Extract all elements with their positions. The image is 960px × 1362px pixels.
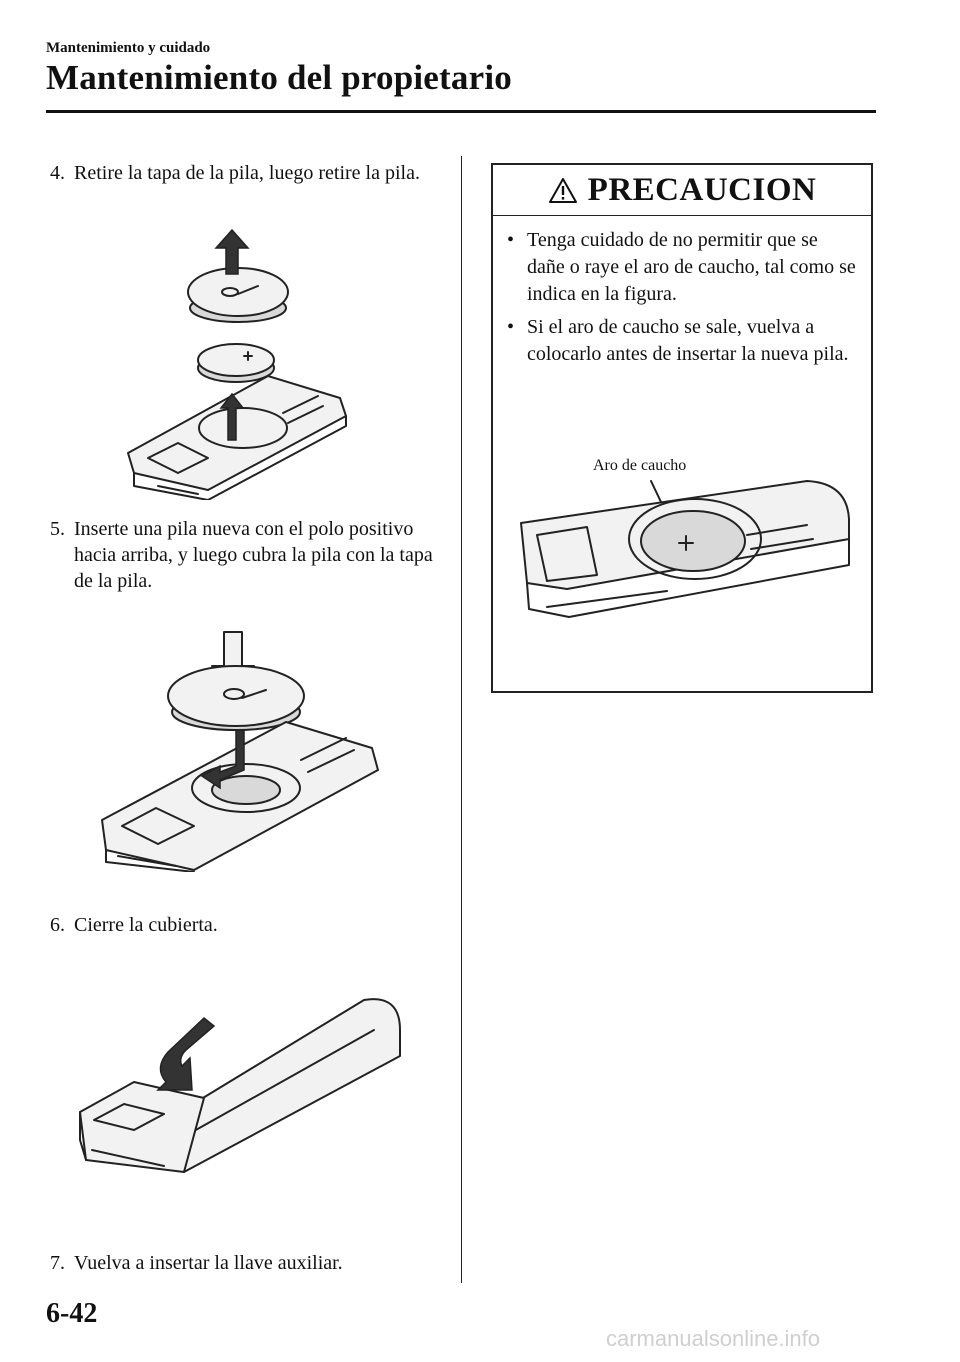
step-number: 6. — [50, 914, 65, 936]
step-4: 4. Retire la tapa de la pila, luego reti… — [50, 160, 444, 186]
step-number: 5. — [50, 518, 65, 540]
figure-remove-battery — [127, 228, 347, 500]
caution-bullet-text: Si el aro de caucho se sale, vuelva a co… — [527, 316, 849, 365]
step-6: 6. Cierre la cubierta. — [50, 912, 444, 938]
coin-battery — [197, 343, 275, 377]
step-number: 4. — [50, 162, 65, 184]
curved-arrow-icon — [200, 729, 245, 790]
caution-title: PRECAUCION — [587, 171, 817, 208]
key-fob-base — [79, 1081, 205, 1173]
watermark: carmanualsonline.info — [606, 1326, 821, 1351]
caution-box: PRECAUCION • Tenga cuidado de no permiti… — [491, 163, 873, 693]
battery-cover — [167, 665, 305, 727]
page-title: Mantenimiento del propietario — [46, 58, 512, 97]
step-text: Vuelva a insertar la llave auxiliar. — [74, 1252, 343, 1274]
step-7: 7. Vuelva a insertar la llave auxiliar. — [50, 1250, 444, 1276]
header-section-label: Mantenimiento y cuidado — [46, 40, 211, 56]
step-number: 7. — [50, 1252, 65, 1274]
header-rule — [46, 110, 876, 113]
step-text: Cierre la cubierta. — [74, 914, 218, 936]
caution-bullet-text: Tenga cuidado de no permitir que se dañe… — [527, 229, 856, 305]
figure-rubber-ring — [520, 480, 850, 618]
page-number: 6-42 — [46, 1298, 98, 1329]
bullet-dot: • — [507, 316, 515, 338]
step-text: Retire la tapa de la pila, luego retire … — [74, 162, 420, 184]
arrow-up-icon — [214, 228, 250, 275]
caution-bullet: • Si el aro de caucho se sale, vuelva a … — [507, 314, 859, 368]
column-divider — [461, 156, 462, 1283]
caution-bullet: • Tenga cuidado de no permitir que se da… — [507, 227, 859, 308]
figure-insert-battery — [101, 631, 379, 872]
warning-triangle-icon — [548, 177, 577, 203]
step-text: Inserte una pila nueva con el polo posit… — [74, 518, 433, 592]
key-fob-body — [127, 375, 347, 491]
rubber-ring — [628, 498, 762, 580]
arrow-up-small-icon — [219, 392, 245, 441]
bullet-dot: • — [507, 229, 515, 251]
curved-arrow-icon — [156, 1017, 216, 1091]
key-fob-cover — [169, 998, 401, 1173]
figure-close-cover — [79, 998, 401, 1173]
caution-header: PRECAUCION — [493, 165, 871, 216]
rubber-ring-label: Aro de caucho — [593, 457, 687, 474]
step-5: 5. Inserte una pila nueva con el polo po… — [50, 516, 444, 594]
